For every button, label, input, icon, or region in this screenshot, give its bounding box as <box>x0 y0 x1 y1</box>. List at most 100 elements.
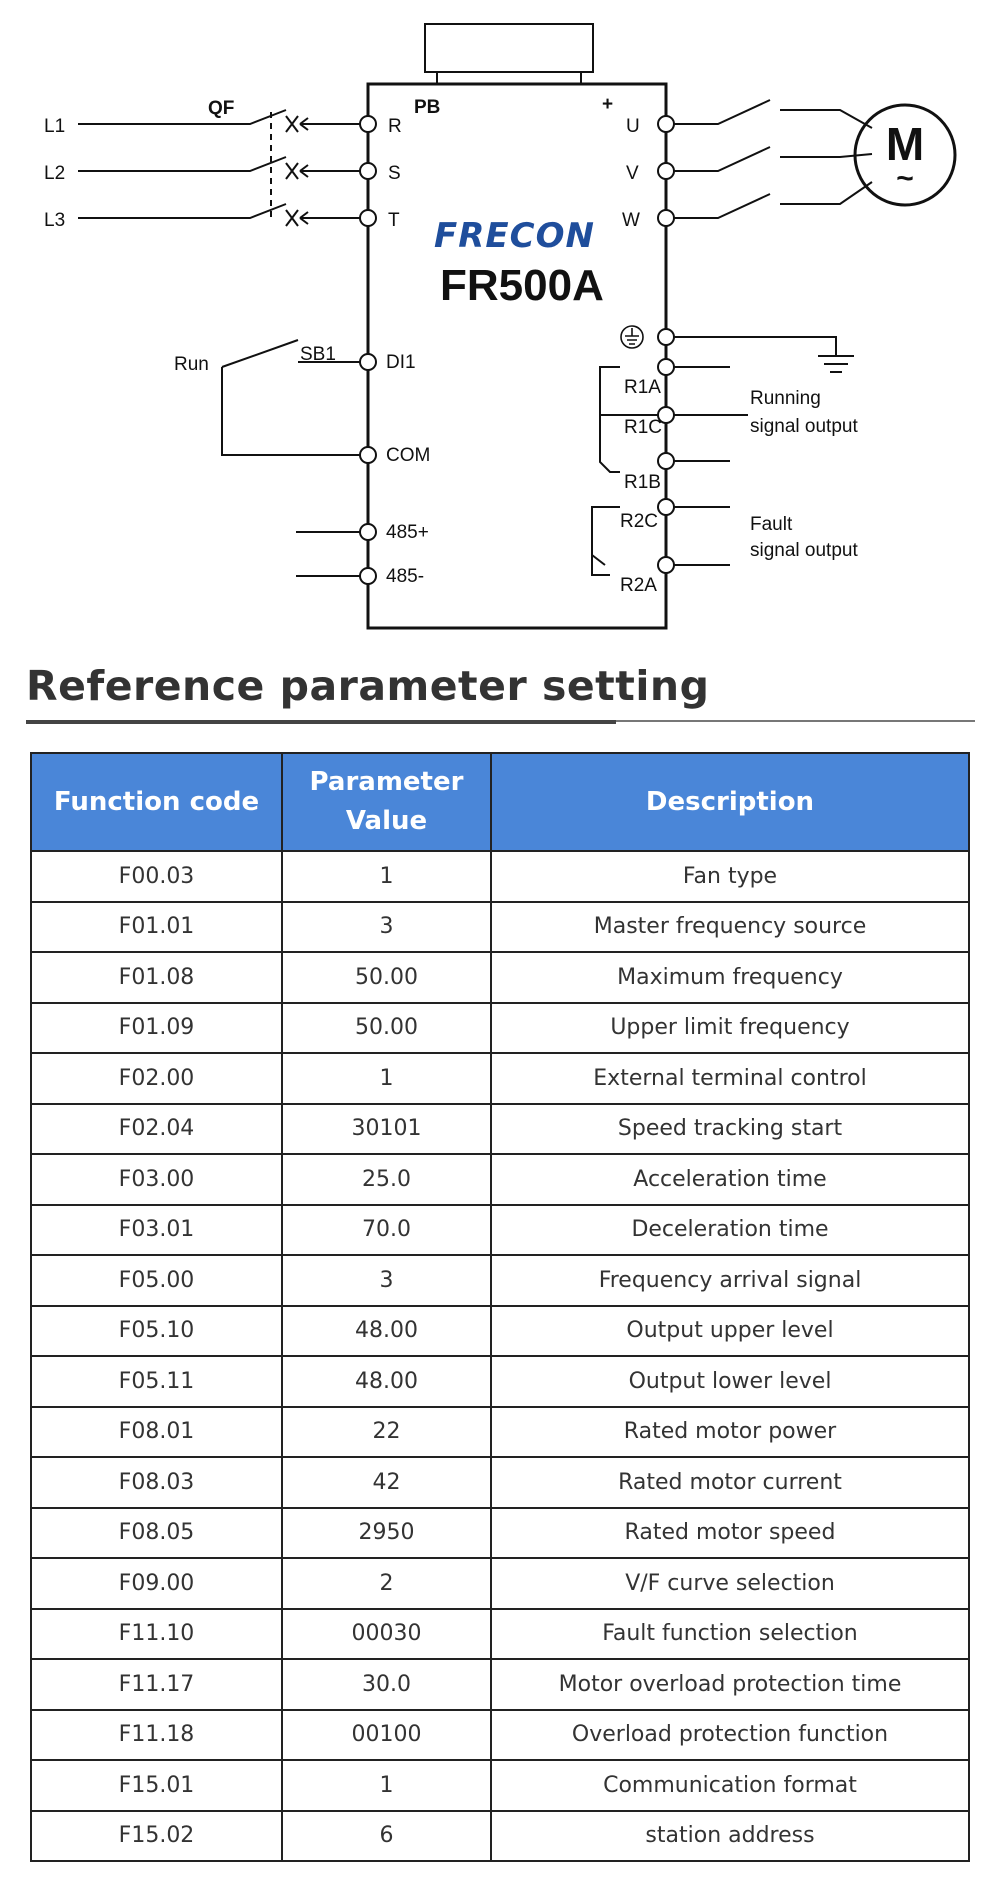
cell-description: Fault function selection <box>490 1607 970 1660</box>
ground-icon <box>620 325 644 349</box>
cell-parameter-value: 1 <box>281 850 492 903</box>
cell-parameter-value: 3 <box>281 900 492 953</box>
cell-description: Fan type <box>490 850 970 903</box>
output-u-label: U <box>626 116 640 137</box>
relay-r1b-label: R1B <box>624 472 661 493</box>
line-l1-label: L1 <box>44 116 65 137</box>
model-name: FR500A <box>440 261 604 310</box>
cell-function-code: F01.08 <box>30 951 283 1004</box>
cell-function-code: F08.03 <box>30 1456 283 1509</box>
cell-function-code: F02.00 <box>30 1052 283 1105</box>
cell-description: Output upper level <box>490 1304 970 1357</box>
line-l3-label: L3 <box>44 210 65 231</box>
output-v-label: V <box>626 163 639 184</box>
terminal-v <box>657 162 675 180</box>
cell-description: Motor overload protection time <box>490 1658 970 1711</box>
fault-output-label-2: signal output <box>750 540 858 561</box>
cell-function-code: F05.00 <box>30 1254 283 1307</box>
cell-parameter-value: 1 <box>281 1052 492 1105</box>
cell-description: Frequency arrival signal <box>490 1254 970 1307</box>
cell-function-code: F05.11 <box>30 1355 283 1408</box>
running-output-label-2: signal output <box>750 416 858 437</box>
title-underline-extension <box>616 720 975 722</box>
brake-resistor <box>424 23 594 73</box>
brand-logo: FRECON <box>434 216 595 256</box>
terminal-r2c <box>657 498 675 516</box>
cell-parameter-value: 70.0 <box>281 1203 492 1256</box>
output-w-label: W <box>622 210 640 231</box>
terminal-r1a <box>657 358 675 376</box>
input-r-label: R <box>388 116 402 137</box>
cell-description: Rated motor current <box>490 1456 970 1509</box>
line-l2-label: L2 <box>44 163 65 184</box>
cell-function-code: F01.09 <box>30 1001 283 1054</box>
relay-r1c-label: R1C <box>624 417 662 438</box>
cell-parameter-value: 3 <box>281 1254 492 1307</box>
cell-description: V/F curve selection <box>490 1557 970 1610</box>
cell-parameter-value: 50.00 <box>281 951 492 1004</box>
cell-parameter-value: 25.0 <box>281 1153 492 1206</box>
cell-description: Acceleration time <box>490 1153 970 1206</box>
cell-description: Speed tracking start <box>490 1102 970 1155</box>
cell-parameter-value: 30.0 <box>281 1658 492 1711</box>
terminal-s <box>359 162 377 180</box>
terminal-r1c <box>657 406 675 424</box>
cell-parameter-value: 00100 <box>281 1708 492 1761</box>
cell-function-code: F01.01 <box>30 900 283 953</box>
cell-parameter-value: 30101 <box>281 1102 492 1155</box>
cell-parameter-value: 2950 <box>281 1506 492 1559</box>
cell-description: Rated motor speed <box>490 1506 970 1559</box>
run-label: Run <box>174 354 209 375</box>
cell-function-code: F00.03 <box>30 850 283 903</box>
cell-function-code: F11.17 <box>30 1658 283 1711</box>
running-output-label-1: Running <box>750 388 821 409</box>
cell-parameter-value: 42 <box>281 1456 492 1509</box>
cell-function-code: F08.05 <box>30 1506 283 1559</box>
cell-function-code: F03.01 <box>30 1203 283 1256</box>
fault-output-label-1: Fault <box>750 514 793 535</box>
cell-parameter-value: 1 <box>281 1759 492 1812</box>
motor-label: M <box>886 118 924 170</box>
cell-function-code: F11.10 <box>30 1607 283 1660</box>
section-title: Reference parameter setting <box>26 662 710 710</box>
plus-label: + <box>602 94 613 115</box>
cell-parameter-value: 6 <box>281 1809 492 1862</box>
cell-description: Master frequency source <box>490 900 970 953</box>
cell-description: Deceleration time <box>490 1203 970 1256</box>
cell-function-code: F05.10 <box>30 1304 283 1357</box>
cell-parameter-value: 22 <box>281 1405 492 1458</box>
header-description: Description <box>490 752 970 852</box>
cell-function-code: F09.00 <box>30 1557 283 1610</box>
terminal-u <box>657 115 675 133</box>
di1-label: DI1 <box>386 352 416 373</box>
input-s-label: S <box>388 163 401 184</box>
rs485-plus-label: 485+ <box>386 522 429 543</box>
motor-ac-label: ~ <box>896 162 914 195</box>
cell-parameter-value: 00030 <box>281 1607 492 1660</box>
relay-r1a-label: R1A <box>624 377 661 398</box>
cell-description: Overload protection function <box>490 1708 970 1761</box>
cell-function-code: F03.00 <box>30 1153 283 1206</box>
cell-function-code: F11.18 <box>30 1708 283 1761</box>
terminal-di1 <box>359 353 377 371</box>
cell-description: station address <box>490 1809 970 1862</box>
breaker-label: QF <box>208 98 234 119</box>
cell-function-code: F08.01 <box>30 1405 283 1458</box>
